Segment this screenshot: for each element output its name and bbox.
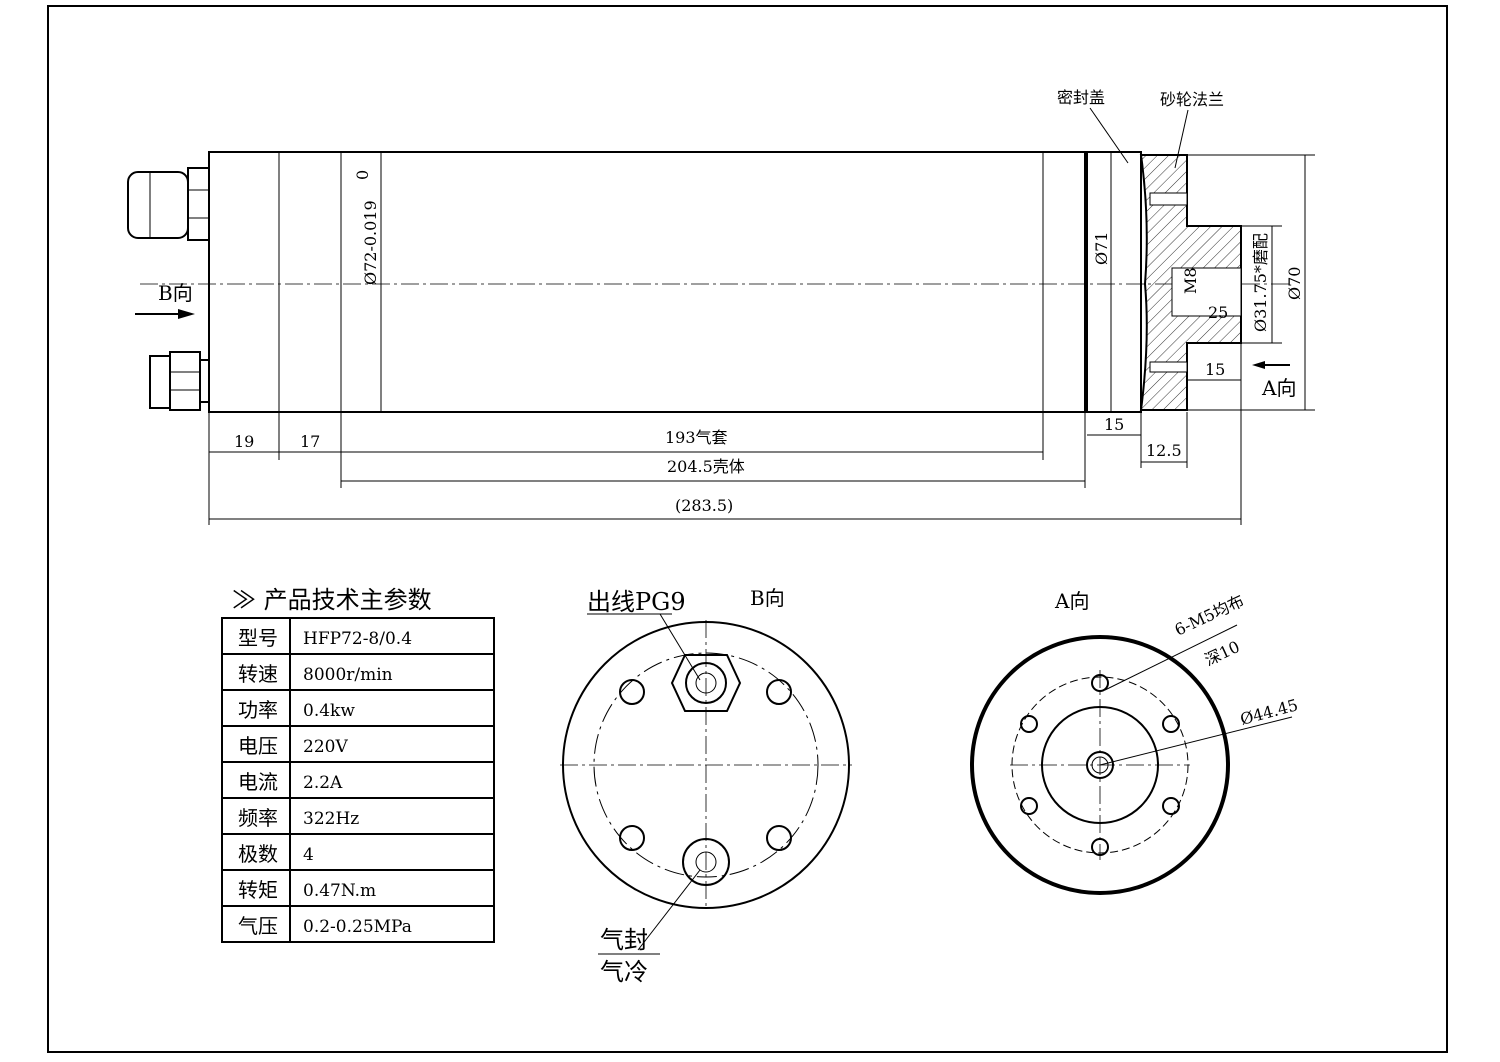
spec-value: 2.2A — [303, 773, 343, 793]
seal-cover-label: 密封盖 — [1057, 88, 1105, 107]
cable-gland — [127, 167, 210, 241]
spec-label: 气压 — [238, 914, 278, 938]
dim-m8: M8 — [1181, 267, 1200, 294]
dim-283-5: (283.5) — [675, 496, 733, 515]
spec-label: 型号 — [238, 626, 278, 650]
air-cool-label: 气冷 — [600, 958, 648, 986]
spec-value: 322Hz — [303, 809, 359, 829]
spec-value: 0.47N.m — [303, 881, 376, 901]
dim-d72-upper: 0 — [353, 170, 372, 180]
dim-d3175: Ø31.75*磨配 — [1251, 233, 1270, 332]
pcd-label: Ø44.45 — [1238, 695, 1300, 729]
spec-value: 220V — [303, 737, 348, 757]
a-direction-arrow-icon — [1252, 361, 1290, 369]
spec-label: 频率 — [238, 806, 278, 830]
side-view: B向 Ø72-0.019 0 Ø71 M8 25 Ø31.75*磨配 Ø70 1… — [127, 88, 1315, 525]
dim-d70: Ø70 — [1285, 267, 1304, 300]
spec-value: HFP72-8/0.4 — [303, 629, 412, 649]
dim-204-5: 204.5壳体 — [667, 457, 745, 476]
spec-value: 0.2-0.25MPa — [303, 917, 412, 937]
holes-label: 6-M5均布 — [1172, 591, 1247, 640]
spec-value: 8000r/min — [303, 665, 393, 685]
spec-table: ≫ 产品技术主参数 型号 HFP72-8/0.4 转速 8000r/min 功率 0.4k… — [221, 586, 495, 943]
chevron-down-icon: ≫ — [232, 586, 264, 614]
dimension-lines — [208, 343, 1242, 525]
spec-table-rows: 型号 HFP72-8/0.4 转速 8000r/min 功率 0.4kw 电压 220V 电流 2… — [222, 626, 494, 938]
air-seal-label: 气封 — [600, 926, 648, 954]
spec-table-title-text: 产品技术主参数 — [264, 586, 432, 614]
spec-label: 转速 — [238, 662, 278, 686]
dim-19: 19 — [234, 432, 254, 451]
spec-value: 0.4kw — [303, 701, 355, 721]
spec-label: 电压 — [238, 734, 278, 758]
a-view-title: A向 — [1054, 589, 1089, 613]
b-view: B向 出线PG9 气封 气冷 — [560, 586, 852, 986]
a-view: A向 6-M5均布 深10 Ø44.45 — [970, 589, 1300, 895]
motor-body — [208, 151, 1086, 413]
b-view-title: B向 — [750, 586, 785, 610]
drawing-frame — [47, 5, 1448, 1053]
depth-label: 深10 — [1202, 637, 1243, 670]
dim-d71: Ø71 — [1092, 232, 1111, 265]
b-direction-arrow-icon — [135, 309, 195, 319]
b-direction-label: B向 — [158, 281, 193, 305]
wheel-flange-label: 砂轮法兰 — [1160, 90, 1224, 109]
spec-label: 转矩 — [238, 878, 278, 902]
dim-15-cover: 15 — [1104, 415, 1124, 434]
outlet-label: 出线PG9 — [587, 588, 686, 616]
dim-25: 25 — [1208, 303, 1228, 322]
air-fitting — [149, 351, 210, 411]
dim-d72: Ø72-0.019 — [361, 200, 380, 285]
spec-label: 电流 — [238, 770, 278, 794]
dim-15-hub: 15 — [1205, 360, 1225, 379]
spec-label: 功率 — [238, 698, 278, 722]
a-direction-label: A向 — [1261, 376, 1296, 400]
dim-193: 193气套 — [665, 428, 728, 447]
dim-12-5: 12.5 — [1146, 441, 1182, 460]
spec-value: 4 — [303, 845, 314, 865]
spec-label: 极数 — [238, 842, 278, 866]
dim-17: 17 — [300, 432, 320, 451]
seal-cover — [1086, 151, 1142, 413]
spec-table-title: ≫ 产品技术主参数 — [232, 586, 432, 614]
